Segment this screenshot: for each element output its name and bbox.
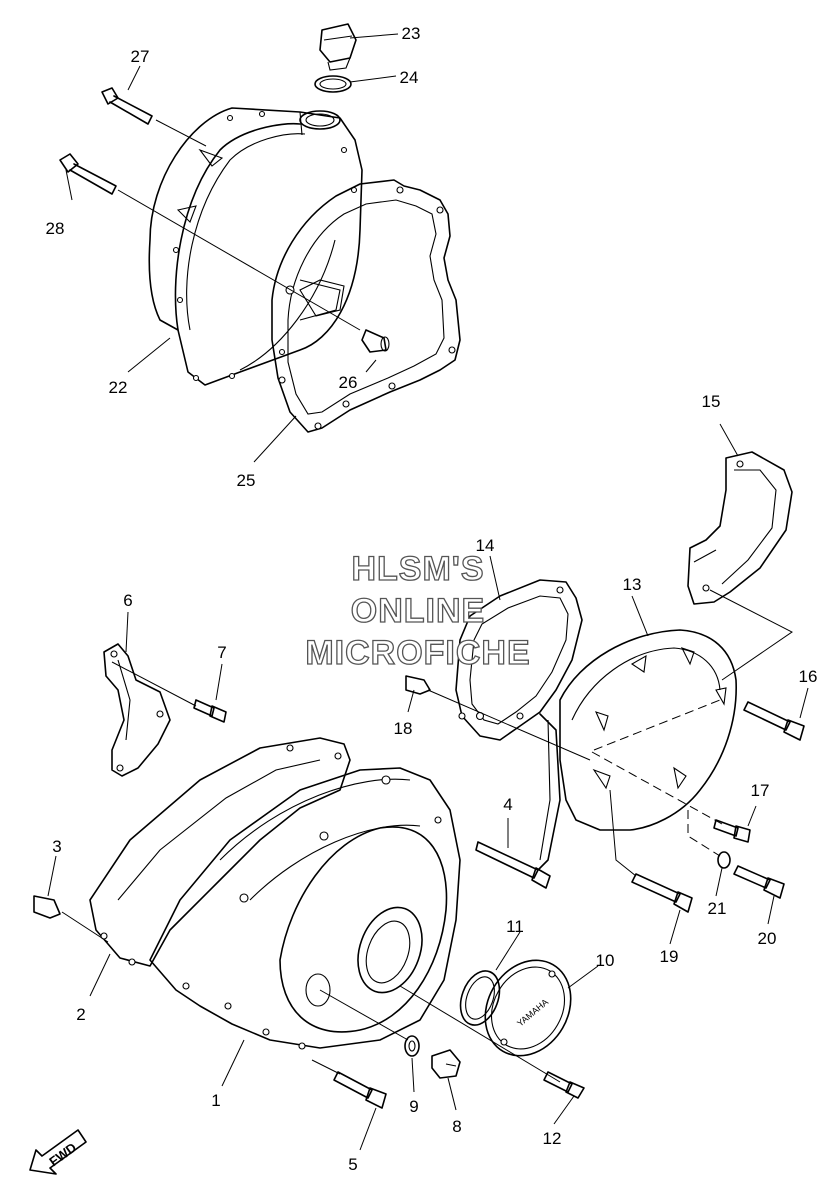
callout-3: 3 [52, 837, 61, 856]
callout-numbers: 23 24 27 28 22 26 25 15 14 13 6 7 16 18 … [46, 24, 818, 1174]
callout-5: 5 [348, 1155, 357, 1174]
part-16-bolt [743, 701, 805, 741]
part-17-bolt [713, 819, 751, 843]
part-18-dowel [405, 675, 431, 695]
part-24-o-ring [314, 75, 352, 93]
part-14-gasket [455, 579, 583, 741]
callout-28: 28 [46, 219, 65, 238]
callout-20: 20 [758, 929, 777, 948]
callout-13: 13 [623, 575, 642, 594]
part-19-bolt [631, 873, 693, 913]
upper-leader-lines [65, 33, 399, 463]
callout-17: 17 [751, 781, 770, 800]
part-10-cover: YAMAHA [484, 959, 572, 1057]
part-12-screw [543, 1071, 585, 1099]
part-8-plug [431, 1049, 461, 1079]
callout-23: 23 [402, 24, 421, 43]
part-1-main-cover [149, 767, 461, 1050]
fwd-label: FWD [46, 1140, 79, 1170]
part-26-dowel-pin [361, 329, 390, 353]
part-15-bracket-cover [687, 451, 793, 605]
part-9-washer [404, 1035, 420, 1057]
part-5-bolt [333, 1071, 387, 1109]
callout-4: 4 [503, 795, 512, 814]
callout-2: 2 [76, 1005, 85, 1024]
fwd-direction-badge: FWD [29, 1129, 87, 1175]
callout-9: 9 [409, 1097, 418, 1116]
part-27-bolt [101, 87, 153, 125]
watermark: HLSM'S ONLINE MICROFICHE [305, 549, 531, 672]
callout-11: 11 [506, 917, 524, 936]
callout-19: 19 [660, 947, 679, 966]
callout-27: 27 [131, 47, 150, 66]
part-25-gasket [271, 179, 461, 433]
part-22-clutch-cover [148, 107, 363, 386]
part-13-cover [537, 629, 737, 871]
part-28-bolt [59, 153, 117, 195]
cover-brand-text: YAMAHA [515, 997, 550, 1029]
part-7-bolt [193, 699, 227, 723]
callout-7: 7 [217, 643, 226, 662]
callout-6: 6 [123, 591, 132, 610]
callout-12: 12 [543, 1129, 562, 1148]
callout-22: 22 [109, 378, 128, 397]
callout-15: 15 [702, 392, 721, 411]
part-6-bracket [103, 643, 171, 777]
callout-10: 10 [596, 951, 615, 970]
callout-26: 26 [339, 373, 358, 392]
callout-14: 14 [476, 536, 495, 555]
part-3-plug [33, 895, 61, 919]
watermark-line-2: ONLINE [351, 592, 485, 630]
callout-16: 16 [799, 667, 818, 686]
watermark-line-3: MICROFICHE [305, 634, 530, 672]
part-11-o-ring [459, 970, 501, 1026]
callout-25: 25 [237, 471, 256, 490]
part-2-crankcase-cover [89, 737, 351, 967]
part-21-washer [717, 851, 731, 869]
watermark-line-1: HLSM'S [351, 550, 484, 588]
lower-leader-lines [47, 423, 809, 1151]
callout-21: 21 [708, 899, 727, 918]
part-4-bolt [475, 841, 551, 889]
callout-8: 8 [452, 1117, 461, 1136]
callout-1: 1 [211, 1091, 220, 1110]
part-20-bolt [733, 865, 785, 899]
callout-18: 18 [394, 719, 413, 738]
callout-24: 24 [400, 68, 419, 87]
part-23-oil-filler-cap [319, 23, 357, 71]
